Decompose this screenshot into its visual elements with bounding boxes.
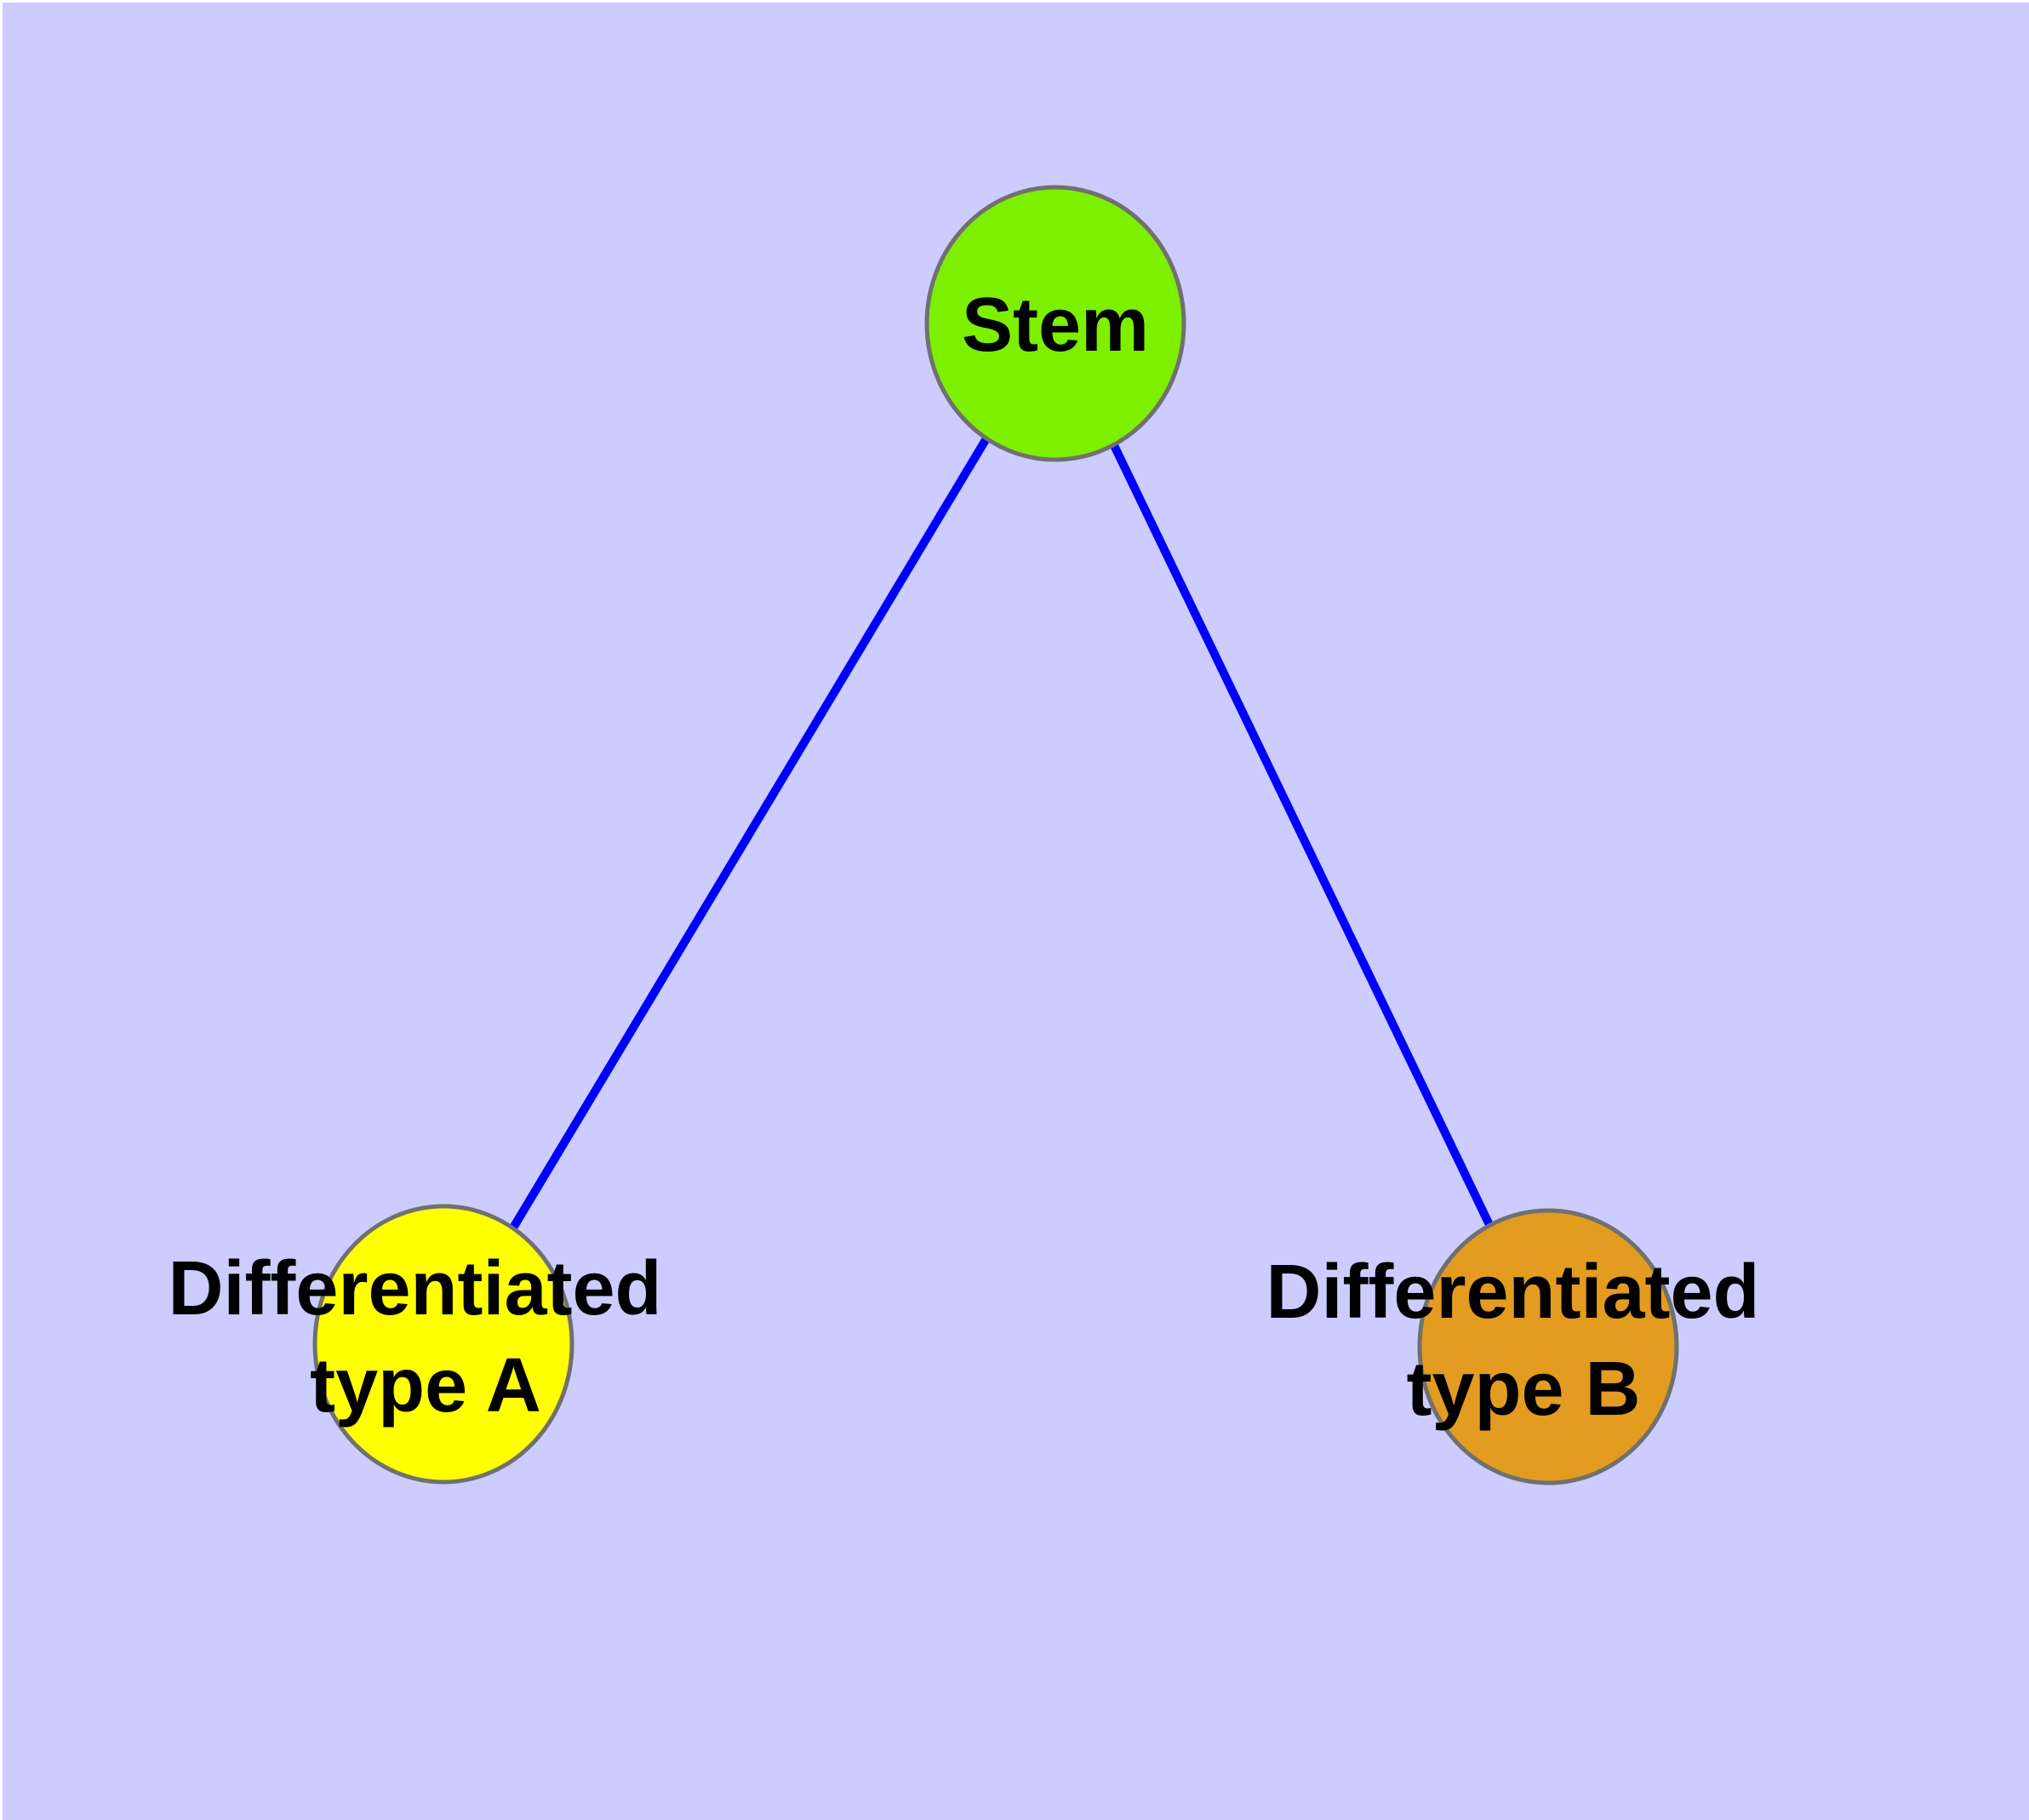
- edge-stem-to-type-a: [439, 321, 1060, 1347]
- node-type-a-label: Differentiated type A: [168, 1246, 683, 1428]
- node-type-b-label-line1: Differentiated: [1266, 1250, 1759, 1335]
- node-type-a: [312, 1204, 574, 1485]
- node-type-b-label-line2: type B: [1406, 1347, 1640, 1432]
- node-stem-label: Stem: [962, 283, 1149, 368]
- edge-stem-to-type-b: [1051, 321, 1552, 1349]
- node-type-b-label: Differentiated type B: [1266, 1250, 1780, 1432]
- node-type-a-label-line2: type A: [310, 1343, 541, 1428]
- node-type-b: [1417, 1208, 1679, 1485]
- node-stem: [924, 185, 1186, 462]
- node-type-a-label-line1: Differentiated: [168, 1246, 661, 1331]
